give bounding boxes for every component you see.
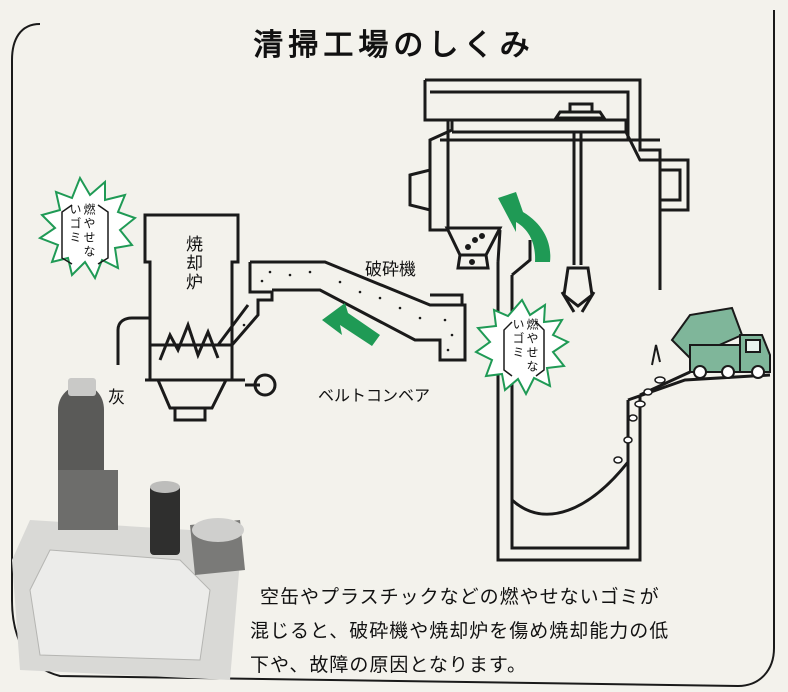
caption-line-1: 空缶やプラスチックなどの燃やせないゴミが (260, 586, 660, 608)
incinerator (116, 213, 277, 422)
caption: 空缶やプラスチックなどの燃やせないゴミが 混じると、破砕機や焼却炉を傷め焼却能力… (250, 580, 760, 682)
conveyor-label: ベルトコンベア (318, 386, 431, 405)
furnace-label: 焼却炉 (182, 235, 202, 292)
caption-line-3: 下や、故障の原因となります。 (250, 654, 527, 676)
badge-nonburnable-left: 燃やせないゴミ (68, 203, 96, 259)
page-title: 清掃工場のしくみ (253, 28, 535, 63)
burst-brackets (61, 204, 545, 377)
conveyor-dots (234, 270, 454, 352)
caption-line-2: 混じると、破砕機や焼却炉を傷め焼却能力の低 (250, 620, 670, 642)
badge-nonburnable-right: 燃やせないゴミ (511, 318, 539, 374)
falling-garbage (613, 376, 666, 464)
crusher-hopper (444, 226, 503, 270)
flow-arrows (322, 192, 551, 346)
crusher-label: 破砕機 (365, 260, 416, 280)
photo-waste-items (12, 378, 245, 680)
burst-shapes (37, 175, 571, 397)
ash-label: 灰 (108, 388, 125, 408)
dump-truck (670, 306, 771, 379)
flag-mark (651, 344, 661, 366)
building (408, 78, 771, 562)
